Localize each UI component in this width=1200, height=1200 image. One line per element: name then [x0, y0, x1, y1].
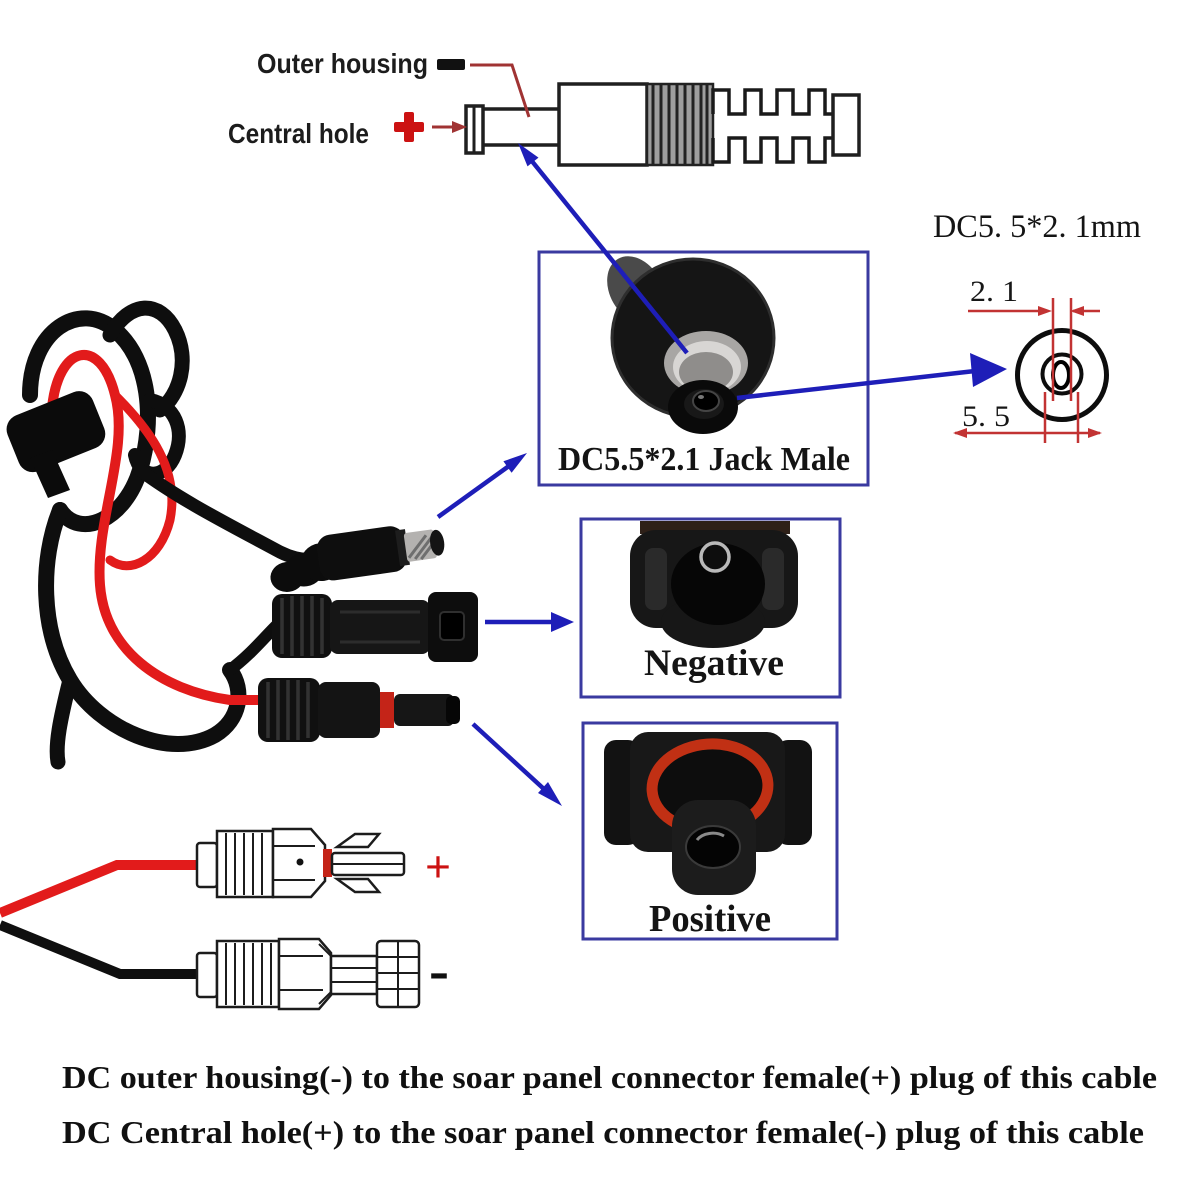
negative-connector-photo	[630, 521, 798, 648]
dc-plug-drawing	[464, 82, 861, 167]
negative-label: Negative	[644, 643, 784, 684]
pin-diameter-label: 2. 1	[970, 275, 1018, 308]
drawing-red-wire	[0, 860, 199, 918]
mc4-male-photo	[258, 678, 460, 742]
jack-center-hole	[692, 390, 720, 412]
drawing-black-wire	[0, 920, 199, 979]
minus-icon	[437, 59, 465, 70]
mc4-female-photo	[272, 592, 478, 662]
arrow-jack-to-plug-tip-icon	[518, 143, 689, 355]
top-annotations	[394, 59, 531, 142]
dc-plug-photo	[270, 526, 445, 592]
mc4-female-drawing	[195, 937, 421, 1011]
jack-male-photo	[607, 256, 776, 434]
dimension-title: DC5. 5*2. 1mm	[933, 209, 1141, 245]
footer-line-1: DC outer housing(-) to the soar panel co…	[62, 1059, 1157, 1095]
arrow-photo-to-jack-box-icon	[436, 453, 527, 519]
negative-socket-ring	[699, 541, 731, 573]
footer-line-2: DC Central hole(+) to the soar panel con…	[62, 1114, 1144, 1150]
arrow-to-negative-box-icon	[485, 612, 574, 632]
pin-hole	[1051, 360, 1071, 390]
drawing-red-band	[323, 849, 332, 877]
fuse-holder	[6, 391, 106, 473]
mc4-male-drawing	[195, 827, 406, 899]
plug-ribbed-collar	[645, 82, 715, 167]
strain-relief-zigzag-bottom	[711, 136, 833, 164]
barrel-diameter-label: 5. 5	[962, 400, 1010, 433]
arrow-to-positive-box-icon	[471, 722, 562, 806]
plus-icon	[394, 112, 424, 142]
arrow-jack-to-dimension-icon	[736, 353, 1007, 401]
positive-connector-photo	[604, 732, 812, 895]
cable-photo	[6, 300, 478, 770]
jack-male-box	[537, 250, 870, 487]
positive-box	[581, 721, 839, 941]
positive-label: Positive	[649, 898, 771, 940]
mc4-male-red-ring-photo	[380, 692, 394, 728]
jack-male-label: DC5.5*2.1 Jack Male	[558, 441, 850, 478]
red-wire	[47, 350, 265, 705]
strain-relief-zigzag-top	[711, 88, 833, 116]
outer-housing-label: Outer housing	[257, 48, 428, 79]
solar-connector-drawing	[0, 827, 421, 1011]
drawing-plus-label: +	[425, 841, 451, 892]
central-hole-label: Central hole	[228, 118, 369, 149]
drawing-minus-label: -	[429, 937, 449, 1003]
text-layer: Outer housing Central hole DC5. 5*2. 1mm…	[62, 48, 1157, 1150]
outer-housing-leader-line	[470, 63, 531, 118]
dimension-diagram	[953, 298, 1109, 443]
negative-box	[579, 517, 842, 699]
blue-arrows	[436, 143, 1007, 806]
